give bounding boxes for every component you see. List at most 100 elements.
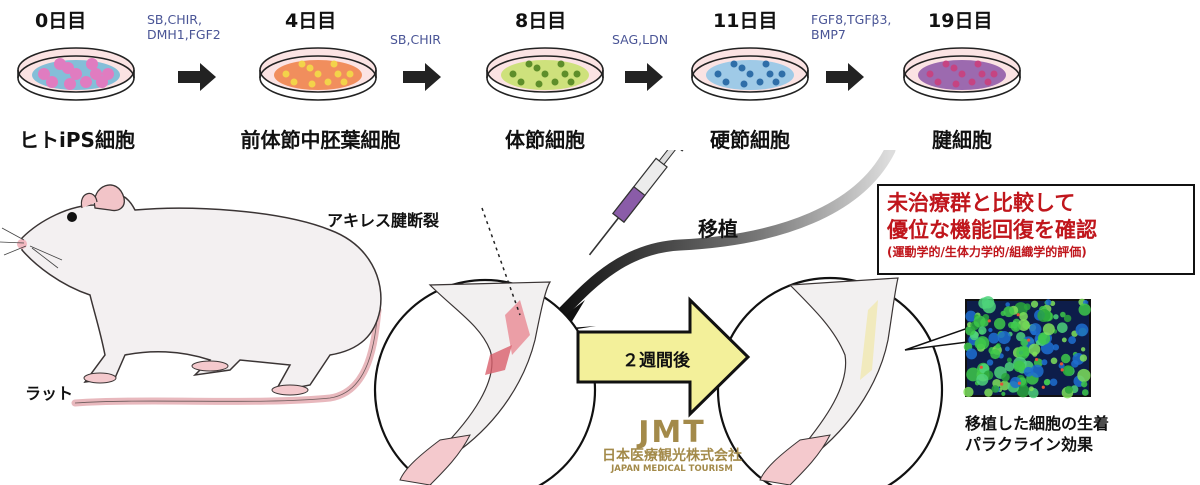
experiment-illustration [0, 150, 1091, 485]
micrograph-speck [1000, 310, 1006, 316]
petri-dish-somite [486, 47, 604, 101]
caption-line-2: パラクライン効果 [965, 435, 1094, 454]
micrograph-speck [1063, 314, 1072, 323]
cell-nucleus [64, 78, 76, 90]
result-line-1: 未治療群と比較して [887, 191, 1076, 215]
healed-tendon-inset [716, 276, 969, 485]
micrograph-speck [1004, 361, 1015, 372]
cell-nucleus [308, 80, 316, 88]
micrograph-speck [995, 344, 1001, 349]
micrograph-speck [965, 348, 978, 360]
micrograph-speck [1052, 344, 1060, 351]
reagent-line: SB,CHIR [390, 32, 441, 47]
cell-nucleus [509, 70, 517, 78]
cell-label-tenocyte: 腱細胞 [932, 128, 992, 152]
cell-nucleus [942, 60, 950, 68]
petri-dish-ips [17, 47, 135, 101]
cell-nucleus [958, 70, 966, 78]
micrograph-speck [1006, 357, 1012, 363]
cell-nucleus [340, 78, 348, 86]
micrograph-speck [997, 331, 1011, 345]
arrow-icon [826, 63, 864, 91]
cell-nucleus [535, 80, 543, 88]
syringe-icon [588, 150, 686, 256]
micrograph-red-cell [1016, 313, 1020, 317]
cell-nucleus [738, 64, 746, 72]
micrograph-speck [1028, 386, 1034, 392]
micrograph-speck [1078, 303, 1091, 316]
petri-dish-psm [259, 47, 377, 101]
micrograph-speck [974, 337, 987, 350]
micrograph-red-cell [1027, 338, 1031, 342]
micrograph-speck [1062, 365, 1074, 377]
day-label-11: 11日目 [713, 10, 778, 32]
micrograph-speck [1068, 336, 1077, 345]
micrograph-speck [973, 315, 986, 328]
arrow-icon [403, 63, 441, 91]
reagent-line: FGF8,TGFβ3, [811, 12, 892, 27]
cell-nucleus [38, 68, 50, 80]
cell-nucleus [80, 76, 92, 88]
cell-nucleus [730, 60, 738, 68]
reagent-line: SAG,LDN [612, 32, 669, 47]
micrograph-red-cell [1041, 385, 1045, 389]
micrograph-speck [1004, 346, 1010, 352]
micrograph-speck [1043, 379, 1050, 386]
cell-nucleus [968, 78, 976, 86]
micrograph-speck [978, 297, 990, 309]
cell-nucleus [756, 78, 764, 86]
cell-nucleus [766, 70, 774, 78]
cell-nucleus [926, 70, 934, 78]
micrograph-speck [984, 388, 993, 397]
cell-nucleus [778, 70, 786, 78]
micrograph-speck [1013, 360, 1026, 373]
cell-nucleus [950, 64, 958, 72]
micrograph-speck [991, 385, 1000, 393]
micrograph-speck [993, 318, 1006, 330]
micrograph-speck [988, 327, 993, 333]
cell-nucleus [557, 60, 565, 68]
cell-nucleus [314, 70, 322, 78]
micrograph-speck [1042, 323, 1055, 336]
reagent-step-1: SB,CHIR, DMH1,FGF2 [147, 12, 221, 42]
micrograph-speck [1060, 311, 1066, 318]
micrograph-speck [1056, 322, 1068, 333]
result-line-2: 優位な機能回復を確認 [887, 218, 1097, 242]
micrograph-speck [978, 326, 987, 335]
micrograph-speck [1081, 389, 1089, 396]
reagent-step-3: SAG,LDN [612, 32, 668, 47]
cell-nucleus [740, 80, 748, 88]
micrograph-speck [988, 332, 1000, 344]
micrograph-speck [1019, 311, 1028, 321]
two-weeks-arrow [576, 296, 751, 418]
micrograph-speck [1028, 343, 1041, 356]
cell-nucleus [990, 70, 998, 78]
injury-label: アキレス腱断裂 [327, 211, 440, 230]
cell-nucleus [90, 68, 102, 80]
micrograph-speck [1071, 360, 1079, 368]
two-weeks-label: ２週間後 [622, 351, 690, 371]
micrograph-speck [1003, 306, 1015, 318]
day-label-0: 0日目 [35, 10, 87, 32]
micrograph-speck [1020, 338, 1029, 347]
cell-nucleus [746, 70, 754, 78]
caption-line-1: 移植した細胞の生着 [965, 414, 1110, 433]
result-box: 未治療群と比較して 優位な機能回復を確認 (運動学的/生体力学的/組織学的評価) [877, 184, 1195, 275]
micrograph-speck [1016, 384, 1030, 398]
micrograph-speck [1045, 299, 1052, 306]
micrograph-red-cell [1034, 357, 1039, 362]
micrograph-speck [1009, 376, 1022, 389]
jmt-logo: JMT 日本医療観光株式会社 JAPAN MEDICAL TOURISM [592, 418, 752, 475]
cell-nucleus [290, 78, 298, 86]
culture-timeline-graphic [17, 47, 1021, 101]
rat-illustration [0, 184, 382, 407]
micrograph-speck [1050, 357, 1058, 365]
micrograph-speck [1030, 300, 1039, 308]
micrograph-image [963, 296, 1091, 399]
cell-nucleus [298, 60, 306, 68]
micrograph-speck [1061, 337, 1067, 343]
cell-nucleus [62, 62, 74, 74]
reagent-step-4: FGF8,TGFβ3, BMP7 [811, 12, 891, 42]
logo-company-en: JAPAN MEDICAL TOURISM [611, 464, 733, 474]
micrograph-speck [1037, 332, 1051, 345]
